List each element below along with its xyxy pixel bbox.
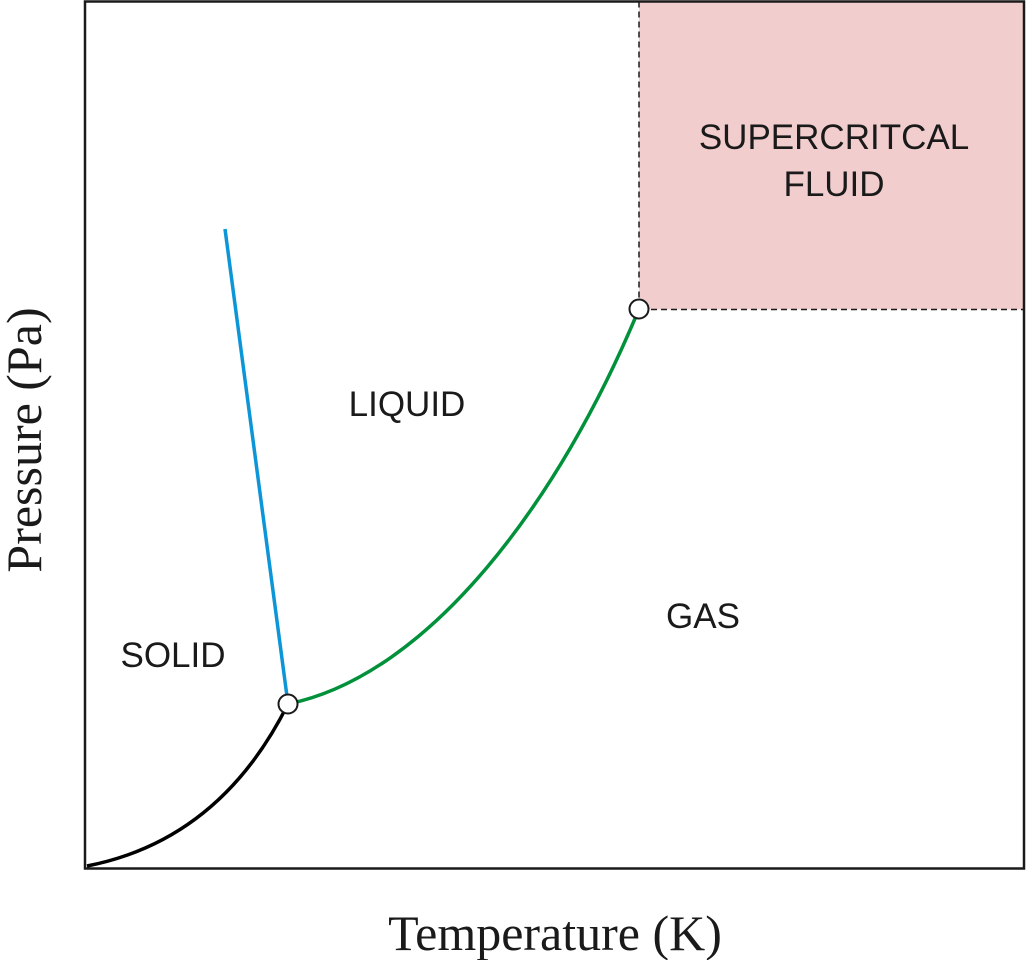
y-axis-label: Pressure (Pa) <box>0 307 52 572</box>
sublimation-curve <box>86 703 290 868</box>
x-axis-label: Temperature (K) <box>388 905 722 960</box>
plot-frame <box>83 0 1026 870</box>
fusion-curve <box>223 228 290 705</box>
supercritical-region <box>638 0 1025 311</box>
triple-point <box>277 693 299 715</box>
solid-label: SOLID <box>120 636 225 675</box>
liquid-label: LIQUID <box>349 385 466 424</box>
supercritical-label-line2: FLUID <box>783 165 884 204</box>
vaporization-curve <box>287 308 641 706</box>
supercritical-label-line1: SUPERCRITCAL <box>699 118 969 157</box>
critical-point <box>628 298 650 320</box>
gas-label: GAS <box>666 597 740 636</box>
